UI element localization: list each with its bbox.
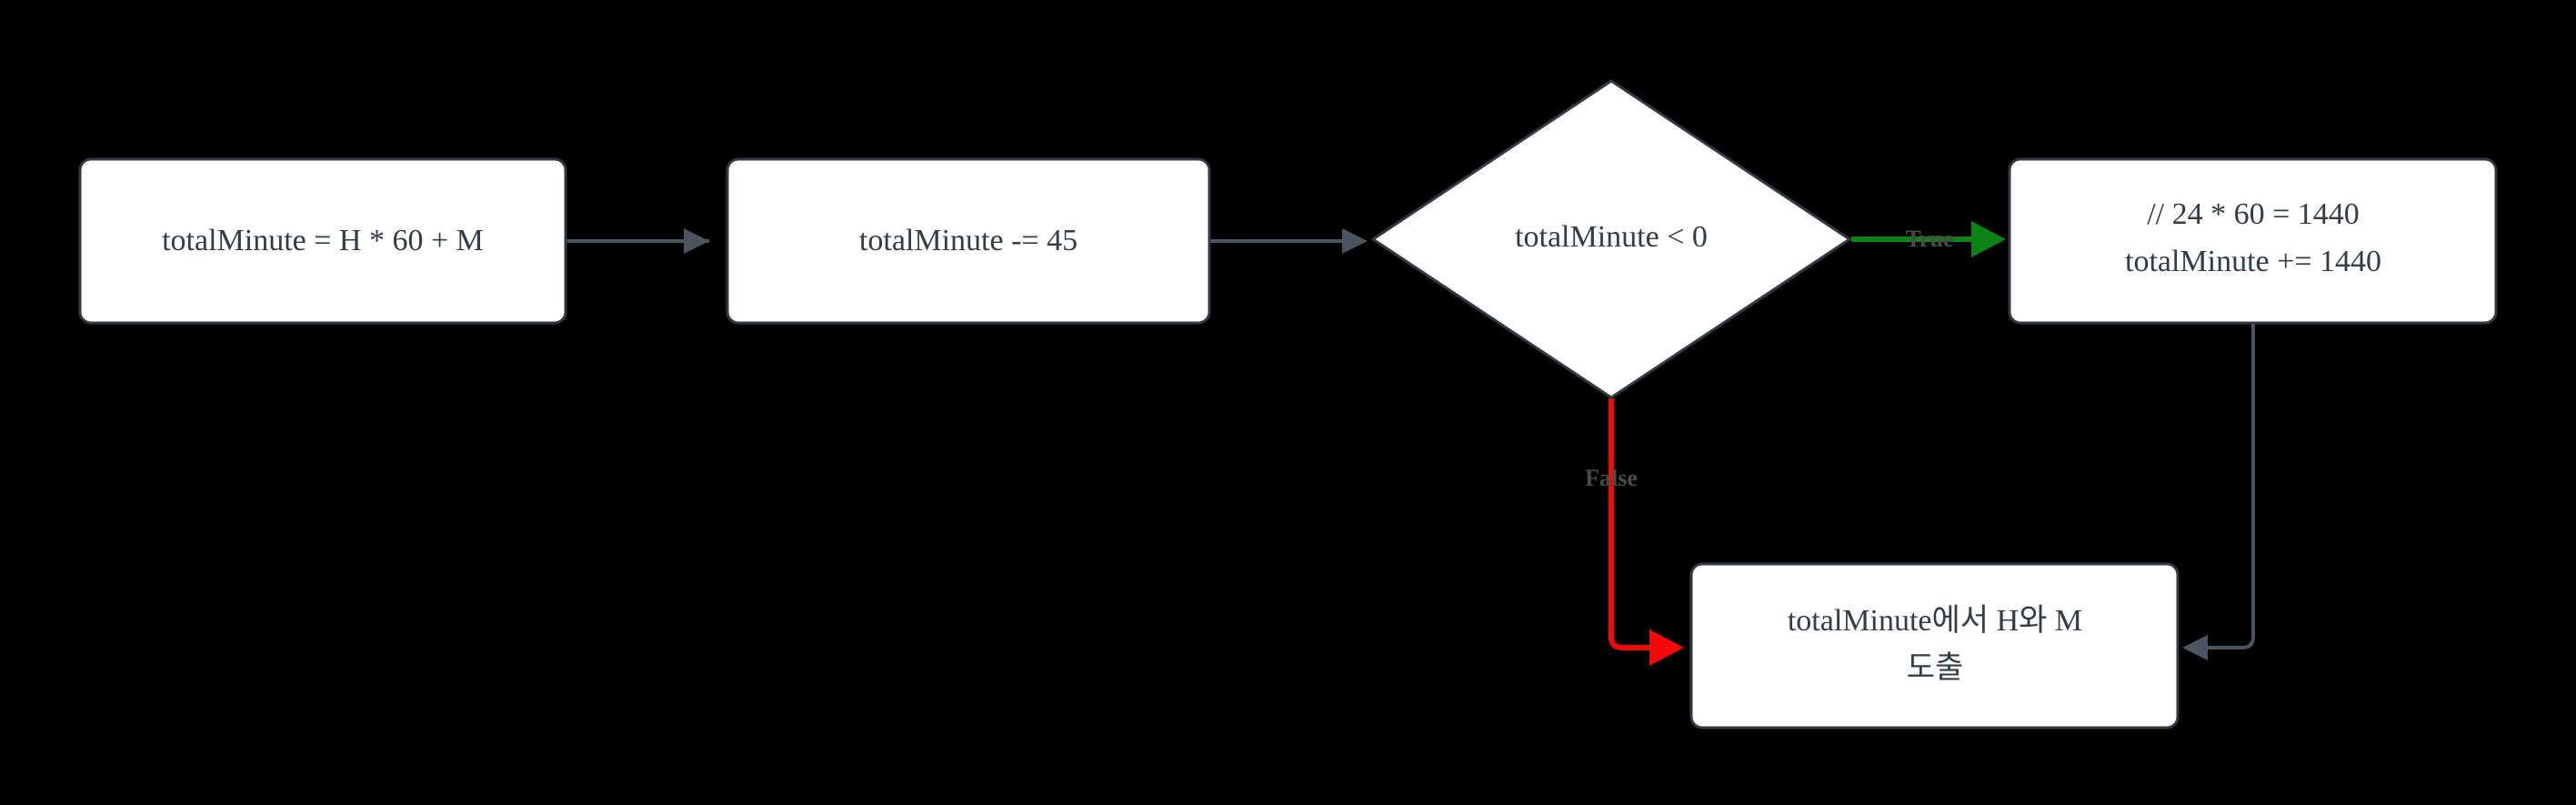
node-condition[interactable]: totalMinute < 0 xyxy=(1371,79,1851,399)
node-subtract[interactable]: totalMinute -= 45 xyxy=(726,157,1211,325)
node-wrap-label-line2: totalMinute += 1440 xyxy=(2125,245,2381,278)
node-wrap-label-line1: // 24 * 60 = 1440 xyxy=(2147,197,2360,231)
node-condition-shape[interactable] xyxy=(1371,79,1851,399)
node-derive-shape[interactable] xyxy=(1689,562,2180,730)
edge-init-to-subtract xyxy=(566,228,709,254)
node-init-shape[interactable] xyxy=(78,157,567,325)
edge-label-false: False xyxy=(1585,465,1638,491)
node-subtract-label: totalMinute -= 45 xyxy=(859,224,1078,257)
node-subtract-shape[interactable] xyxy=(726,157,1211,325)
node-derive-label-line1: totalMinute에서 H와 M xyxy=(1788,604,2082,638)
node-condition-label: totalMinute < 0 xyxy=(1515,220,1708,254)
node-wrap[interactable]: // 24 * 60 = 1440 totalMinute += 1440 xyxy=(2008,157,2498,325)
node-init[interactable]: totalMinute = H * 60 + M xyxy=(78,157,567,325)
node-derive[interactable]: totalMinute에서 H와 M 도출 xyxy=(1689,562,2180,730)
node-init-label: totalMinute = H * 60 + M xyxy=(162,224,484,257)
edge-wrap-to-derive xyxy=(2182,324,2255,660)
node-derive-label-line2: 도출 xyxy=(1907,651,1964,685)
node-wrap-shape[interactable] xyxy=(2008,157,2498,325)
edge-condition-true-to-wrap: True xyxy=(1851,221,2006,257)
edge-subtract-to-condition xyxy=(1209,228,1368,254)
edge-label-true: True xyxy=(1906,226,1954,252)
edge-condition-false-to-derive: False xyxy=(1585,398,1684,666)
